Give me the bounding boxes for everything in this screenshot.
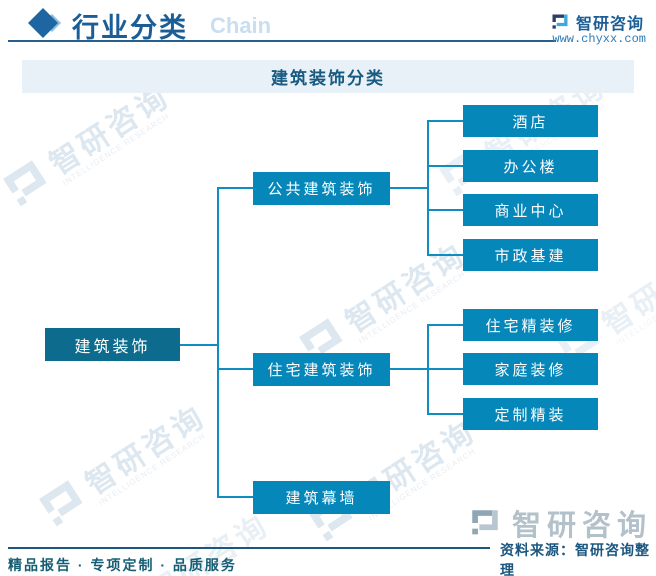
connector-group2-vertical — [427, 324, 429, 415]
tree-leaf-node: 定制精装 — [463, 398, 598, 430]
connector-group1 — [390, 187, 428, 189]
connector-group2 — [390, 368, 428, 370]
connector-branch-1 — [219, 187, 253, 189]
connector-leaf — [429, 324, 463, 326]
brand-logo-icon — [38, 479, 83, 526]
tree-branch-node: 建筑幕墙 — [253, 481, 390, 514]
diagram-title-bar: 建筑装饰分类 — [22, 60, 634, 93]
diamond-icon — [28, 8, 61, 38]
brand-logo-icon — [552, 14, 568, 29]
tree-leaf-node: 商业中心 — [463, 194, 598, 226]
footer-brand-lockup: 智研咨询 — [468, 502, 652, 544]
tree-root-node: 建筑装饰 — [45, 328, 180, 361]
header-divider — [8, 40, 556, 42]
page-title: 行业分类 — [72, 13, 188, 43]
connector-trunk — [217, 187, 219, 498]
footer-divider — [8, 547, 490, 549]
connector-leaf — [429, 254, 463, 256]
tree-leaf-node: 市政基建 — [463, 239, 598, 271]
tree-leaf-node: 办公楼 — [463, 150, 598, 182]
watermark-text: 智研咨询 — [44, 79, 177, 182]
tree-branch-node: 住宅建筑装饰 — [253, 353, 390, 386]
website-url: www.chyxx.com — [552, 32, 646, 46]
footer-tagline: 精品报告 · 专项定制 · 品质服务 — [8, 557, 237, 573]
connector-leaf — [429, 413, 463, 415]
connector-leaf — [429, 120, 463, 122]
data-source-note: 资料来源：智研咨询整理 — [500, 542, 650, 576]
title-watermark-text: Chain — [210, 13, 272, 38]
connector-group1-vertical — [427, 120, 429, 256]
connector-branch-2 — [219, 368, 253, 370]
connector-root — [180, 344, 218, 346]
header: 行业分类 Chain 智研咨询 www.chyxx.com — [0, 0, 656, 48]
brand-logo-icon — [472, 510, 498, 535]
connector-leaf — [429, 368, 463, 370]
tree-leaf-node: 家庭装修 — [463, 353, 598, 385]
footer-brand-name: 智研咨询 — [512, 510, 653, 542]
connector-leaf — [429, 209, 463, 211]
tree-leaf-node: 住宅精装修 — [463, 309, 598, 341]
brand-logo-icon — [2, 159, 47, 206]
brand-lockup: 智研咨询 — [550, 10, 644, 34]
connector-branch-3 — [219, 496, 253, 498]
watermark-subtext: INTELLIGENCE RESEARCH — [61, 111, 172, 188]
brand-name: 智研咨询 — [575, 16, 644, 33]
tree-leaf-node: 酒店 — [463, 105, 598, 137]
connector-leaf — [429, 165, 463, 167]
diagram-title: 建筑装饰分类 — [271, 69, 385, 88]
tree-branch-node: 公共建筑装饰 — [253, 172, 390, 205]
